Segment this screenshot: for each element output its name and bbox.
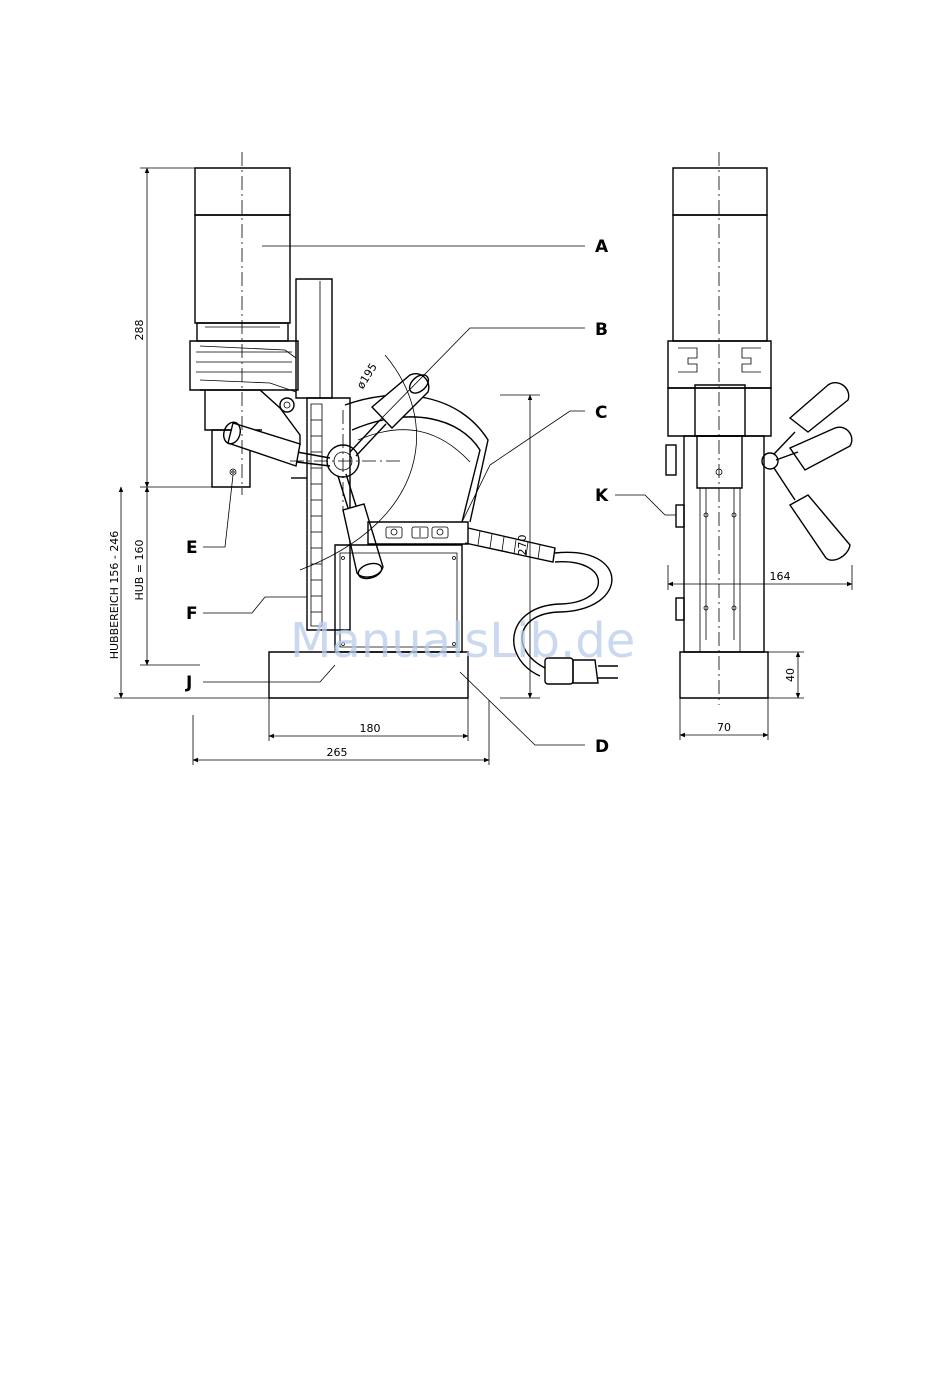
dim-288: 288: [133, 320, 146, 341]
dim-40: 40: [784, 668, 797, 682]
label-b: B: [595, 320, 608, 340]
slide-column-f: [291, 279, 350, 630]
dim-265: 265: [327, 746, 348, 759]
dim-164: 164: [770, 570, 791, 583]
watermark: ManualsLib.de: [290, 613, 635, 669]
dim-stroke-range: HUBBEREICH 156 - 246: [108, 531, 121, 660]
label-a: A: [595, 237, 609, 257]
side-view: [666, 152, 852, 705]
label-e: E: [186, 538, 198, 558]
dim-270: 270: [516, 535, 529, 556]
dim-70: 70: [717, 721, 731, 734]
switch-panel-c: [368, 522, 468, 544]
dim-handle-diameter: ø195: [354, 361, 380, 391]
motor-a: [195, 168, 290, 341]
label-j: J: [185, 673, 192, 693]
carry-handle-b: [345, 395, 488, 522]
capstan-handles: [221, 355, 432, 581]
dimension-texts: 288 HUBBEREICH 156 - 246 HUB = 160 270 1…: [108, 320, 797, 760]
dim-stroke: HUB = 160: [133, 539, 146, 600]
label-c: C: [595, 403, 607, 423]
label-f: F: [186, 604, 198, 624]
label-k: K: [595, 486, 609, 506]
dim-180: 180: [360, 722, 381, 735]
label-d: D: [595, 737, 609, 757]
